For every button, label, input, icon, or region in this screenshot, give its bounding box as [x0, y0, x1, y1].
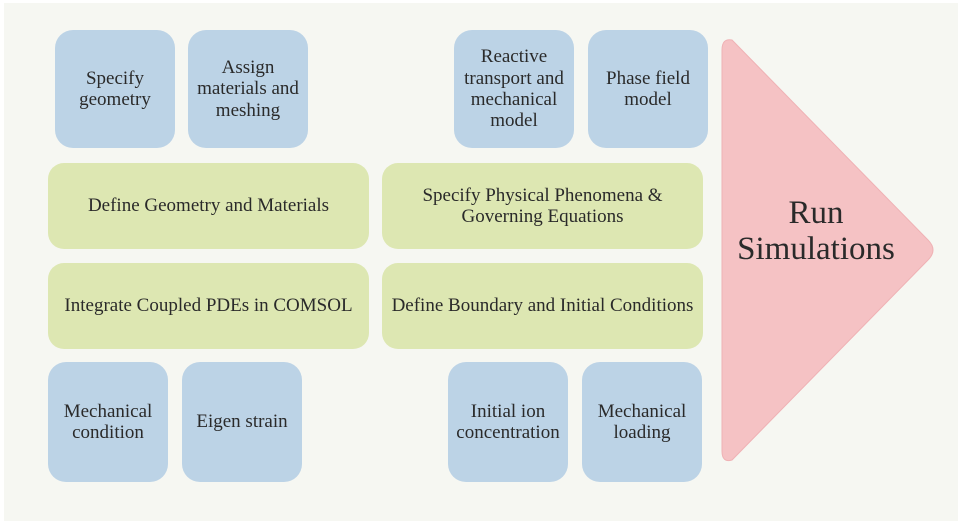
assign-materials-meshing-box: Assign materials and meshing [188, 30, 308, 148]
define-geometry-materials-bar: Define Geometry and Materials [48, 163, 369, 249]
assign-materials-meshing-label: Assign materials and meshing [197, 57, 299, 121]
define-boundary-initial-conditions-bar: Define Boundary and Initial Conditions [382, 263, 703, 349]
specify-physical-phenomena-bar: Specify Physical Phenomena & Governing E… [382, 163, 703, 249]
phase-field-model-label: Phase field model [606, 67, 690, 110]
mechanical-loading-label: Mechanical loading [597, 400, 687, 443]
reactive-transport-model-label: Reactive transport and mechanical model [464, 46, 564, 132]
define-geometry-materials-label: Define Geometry and Materials [87, 195, 330, 217]
specify-geometry-label: Specify geometry [79, 67, 151, 110]
eigen-strain-label: Eigen strain [196, 411, 288, 433]
eigen-strain-box: Eigen strain [182, 362, 302, 482]
mechanical-condition-box: Mechanical condition [48, 362, 168, 482]
integrate-coupled-pdes-bar: Integrate Coupled PDEs in COMSOL [48, 263, 369, 349]
reactive-transport-model-box: Reactive transport and mechanical model [454, 30, 574, 148]
specify-physical-phenomena-label: Specify Physical Phenomena & Governing E… [422, 184, 663, 227]
initial-ion-concentration-box: Initial ion concentration [448, 362, 568, 482]
mechanical-loading-box: Mechanical loading [582, 362, 702, 482]
define-boundary-initial-conditions-label: Define Boundary and Initial Conditions [391, 295, 694, 317]
run-simulations-label: Run Simulations [737, 195, 895, 267]
initial-ion-concentration-label: Initial ion concentration [456, 400, 560, 443]
phase-field-model-box: Phase field model [588, 30, 708, 148]
run-simulations-arrow [721, 39, 934, 462]
specify-geometry-box: Specify geometry [55, 30, 175, 148]
integrate-coupled-pdes-label: Integrate Coupled PDEs in COMSOL [64, 295, 353, 317]
mechanical-condition-label: Mechanical condition [63, 400, 153, 443]
